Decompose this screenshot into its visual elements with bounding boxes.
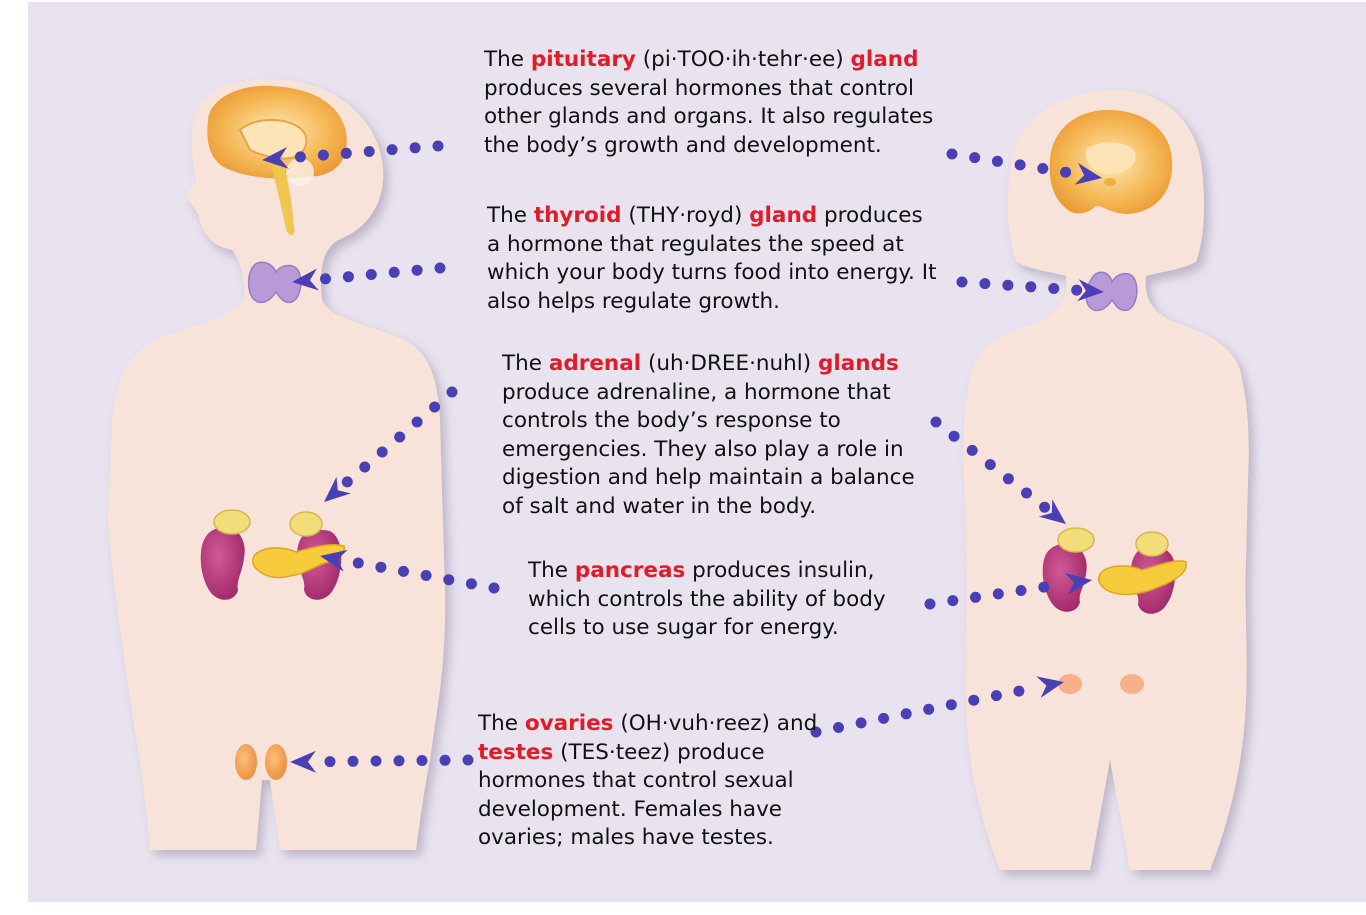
pointer-dot	[1015, 159, 1026, 170]
pointer-dot	[489, 583, 500, 594]
pointer-dot	[417, 755, 428, 766]
pointer-dot	[389, 267, 400, 278]
pointer-dot	[377, 447, 388, 458]
pointer-dot	[435, 263, 446, 274]
pointer-dot	[394, 755, 405, 766]
pointer-dot	[433, 141, 444, 152]
pointer-dot	[353, 558, 364, 569]
adrenal-glands-term: glands	[818, 351, 899, 376]
pointer-dot	[923, 704, 934, 715]
pancreas-term: pancreas	[575, 558, 685, 583]
pointer-dot	[412, 417, 423, 428]
pointer-dot	[1025, 281, 1036, 292]
pointer-dot	[985, 459, 996, 470]
pituitary-caption: The pituitary (pi·TOO·ih·tehr·ee) gland …	[484, 46, 954, 160]
adrenal-pronunciation: (uh·DREE·nuhl)	[641, 351, 818, 376]
pointer-dot	[949, 431, 960, 442]
pancreas-caption: The pancreas produces insulin, which con…	[528, 557, 918, 643]
pointer-dot	[946, 699, 957, 710]
pointer-dot	[366, 269, 377, 280]
gonads-pre: The	[478, 711, 525, 736]
thyroid-pre: The	[487, 203, 534, 228]
thyroid-gland-term: gland	[749, 203, 817, 228]
ovaries-term: ovaries	[525, 711, 614, 736]
pointer-dot	[1071, 285, 1082, 296]
pointer-dot	[878, 713, 889, 724]
pointer-dot	[957, 277, 968, 288]
pointer-dot	[443, 574, 454, 585]
pointer-dot	[970, 592, 981, 603]
pointer-dot	[1039, 502, 1050, 513]
pointer-dot	[1021, 488, 1032, 499]
pointer-dot	[1037, 163, 1048, 174]
pituitary-pre: The	[484, 47, 531, 72]
pointer-dot	[394, 432, 405, 443]
pituitary-pronunciation: (pi·TOO·ih·tehr·ee)	[636, 47, 851, 72]
thyroid-pronunciation: (THY·royd)	[622, 203, 750, 228]
pointer-dot	[1013, 686, 1024, 697]
pointer-dot	[387, 144, 398, 155]
pointer-dot	[1060, 167, 1071, 178]
gonads-caption: The ovaries (OH·vuh·reez) and testes (TE…	[478, 710, 848, 853]
pituitary-description: produces several hormones that control o…	[484, 76, 933, 158]
pointer-dot	[318, 150, 329, 161]
pointer-dot	[325, 756, 336, 767]
adrenal-pre: The	[502, 351, 549, 376]
male-body-silhouette	[108, 79, 445, 850]
pointer-dot	[342, 476, 353, 487]
pituitary-term: pituitary	[531, 47, 636, 72]
pointer-dot	[967, 445, 978, 456]
pointer-dot	[295, 151, 306, 162]
adrenal-caption: The adrenal (uh·DREE·nuhl) glands produc…	[502, 350, 942, 521]
pointer-dot	[341, 148, 352, 159]
pointer-dot	[398, 566, 409, 577]
pointer-dot	[1038, 582, 1049, 593]
pointer-dot	[993, 588, 1004, 599]
pointer-dot	[969, 152, 980, 163]
pointer-dot	[992, 156, 1003, 167]
pointer-dot	[320, 273, 331, 284]
female-brain-icon	[1050, 110, 1173, 214]
pointer-dot	[1003, 473, 1014, 484]
pointer-dot	[343, 271, 354, 282]
pointer-dot	[901, 708, 912, 719]
pointer-dot	[856, 717, 867, 728]
pointer-dot	[979, 278, 990, 289]
thyroid-caption: The thyroid (THY·royd) gland produces a …	[487, 202, 942, 316]
pointer-dot	[412, 265, 423, 276]
pointer-dot	[410, 142, 421, 153]
pointer-dot	[371, 756, 382, 767]
testes-term: testes	[478, 740, 553, 765]
pointer-dot	[421, 570, 432, 581]
pointer-dot	[348, 756, 359, 767]
pointer-dot	[447, 387, 458, 398]
pointer-dot	[925, 599, 936, 610]
pointer-dot	[1002, 280, 1013, 291]
pointer-dot	[1048, 283, 1059, 294]
pointer-dot	[429, 402, 440, 413]
pointer-dot	[463, 755, 474, 766]
adrenal-description: produce adrenaline, a hormone that contr…	[502, 380, 915, 519]
pointer-dot	[991, 690, 1002, 701]
pointer-dot	[359, 462, 370, 473]
gonads-mid: (OH·vuh·reez) and	[613, 711, 817, 736]
pituitary-gland-term: gland	[851, 47, 919, 72]
pointer-dot	[440, 755, 451, 766]
pointer-dot	[947, 595, 958, 606]
pointer-dot	[466, 578, 477, 589]
adrenal-term: adrenal	[549, 351, 641, 376]
pointer-dot	[968, 695, 979, 706]
thyroid-term: thyroid	[534, 203, 622, 228]
pancreas-pre: The	[528, 558, 575, 583]
pointer-dot	[364, 146, 375, 157]
pointer-dot	[1016, 585, 1027, 596]
pointer-dot	[375, 562, 386, 573]
